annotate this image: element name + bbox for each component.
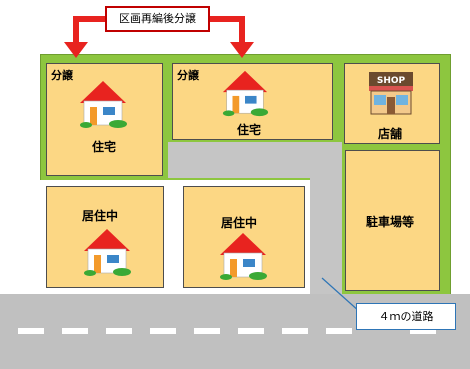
arrows xyxy=(64,16,254,58)
leader-line xyxy=(321,277,361,313)
lot-label: 駐車場等 xyxy=(366,215,415,229)
lot-tag: 分譲 xyxy=(51,69,73,82)
lot-parking: 駐車場等 xyxy=(345,150,440,291)
callout-box: 区画再編後分譲 xyxy=(105,6,210,32)
house-icon xyxy=(84,229,131,276)
road-markings xyxy=(18,328,436,334)
shop-icon: SHOP xyxy=(369,72,413,115)
shop-sign-text: SHOP xyxy=(377,76,406,86)
house-icon xyxy=(80,81,127,128)
lot-label: 店舗 xyxy=(378,127,403,141)
lot-label: 居住中 xyxy=(82,209,119,223)
access-lane-lower xyxy=(310,178,340,294)
callout-text: 区画再編後分譲 xyxy=(119,12,196,25)
road-label-box: ４ｍの道路 xyxy=(356,303,456,330)
road-label-text: ４ｍの道路 xyxy=(378,310,434,323)
lot-tag: 分譲 xyxy=(177,69,199,82)
lot-label: 住宅 xyxy=(237,123,262,137)
house-icon xyxy=(222,70,269,117)
house-icon xyxy=(220,233,267,280)
lot-label: 居住中 xyxy=(221,216,258,230)
lot-label: 住宅 xyxy=(92,140,117,154)
